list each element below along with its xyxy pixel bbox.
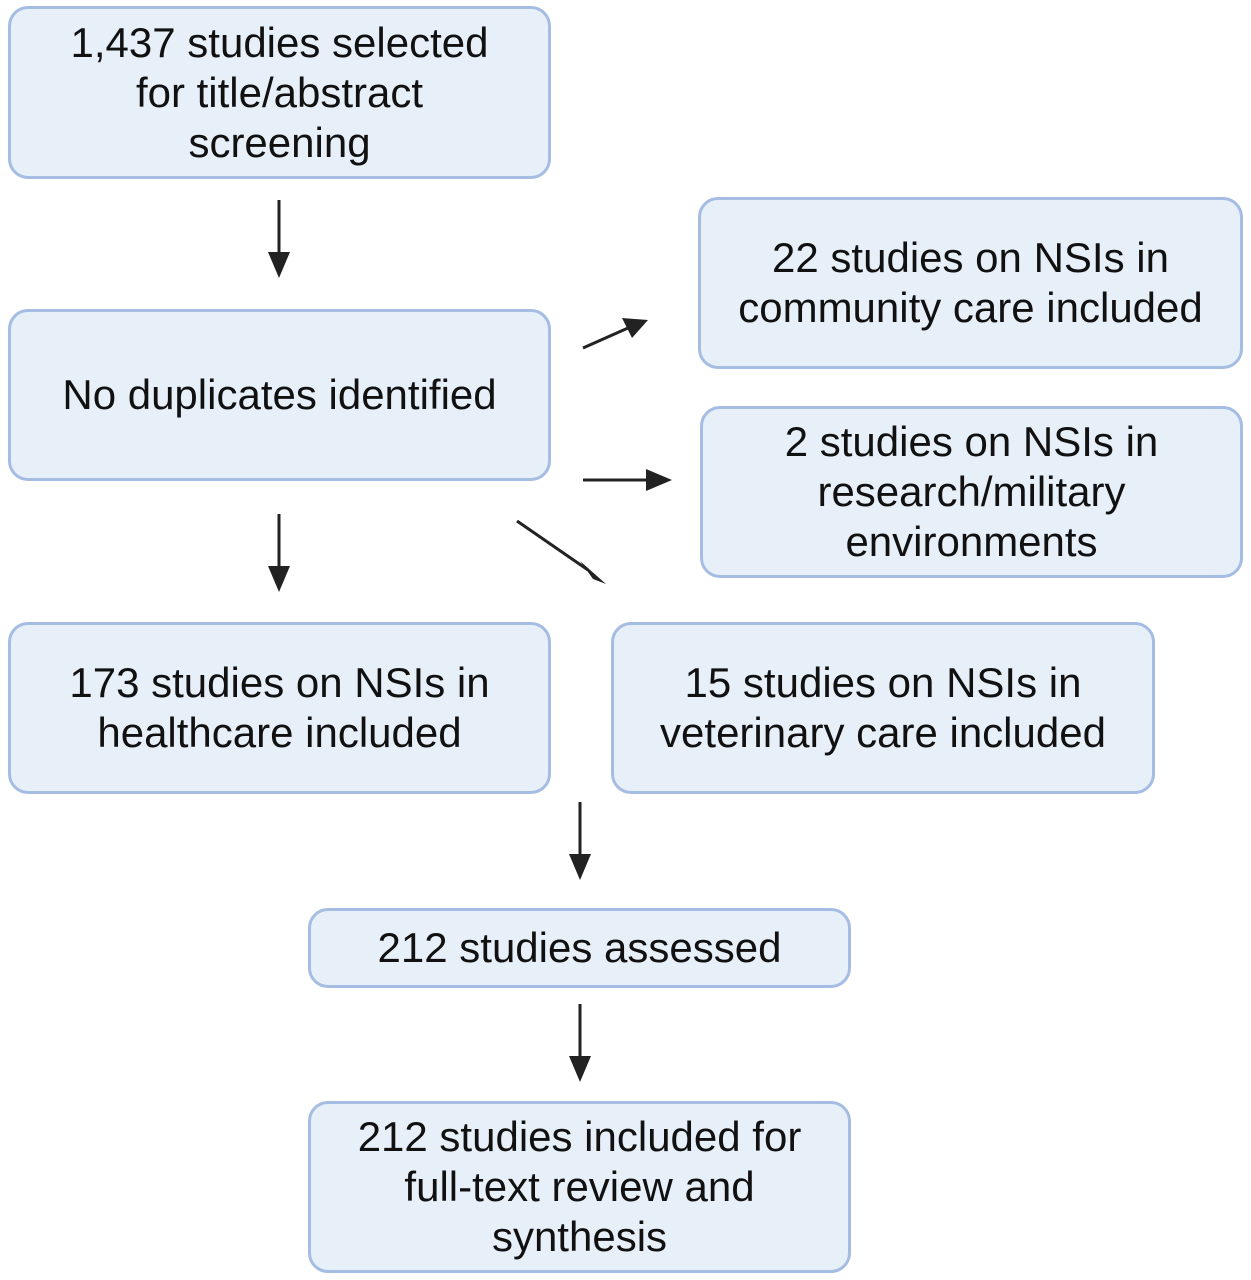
healthcare-box: 173 studies on NSIs in healthcare includ… bbox=[8, 622, 551, 794]
arrow-duplicates-to-research bbox=[583, 469, 672, 491]
screening-box: 1,437 studies selected for title/abstrac… bbox=[8, 6, 551, 179]
arrow-to-assessed bbox=[569, 802, 591, 880]
arrow-screening-to-duplicates bbox=[268, 200, 290, 278]
research-military-box: 2 studies on NSIs in research/military e… bbox=[700, 406, 1243, 578]
included-box: 212 studies included for full-text revie… bbox=[308, 1101, 851, 1273]
duplicates-box: No duplicates identified bbox=[8, 309, 551, 481]
arrow-assessed-to-included bbox=[569, 1004, 591, 1082]
arrow-duplicates-to-veterinary bbox=[516, 519, 606, 584]
community-care-box: 22 studies on NSIs in community care inc… bbox=[698, 197, 1243, 369]
assessed-box: 212 studies assessed bbox=[308, 908, 851, 988]
arrow-duplicates-to-healthcare bbox=[268, 514, 290, 592]
arrow-duplicates-to-community bbox=[582, 318, 648, 350]
veterinary-care-box: 15 studies on NSIs in veterinary care in… bbox=[611, 622, 1155, 794]
